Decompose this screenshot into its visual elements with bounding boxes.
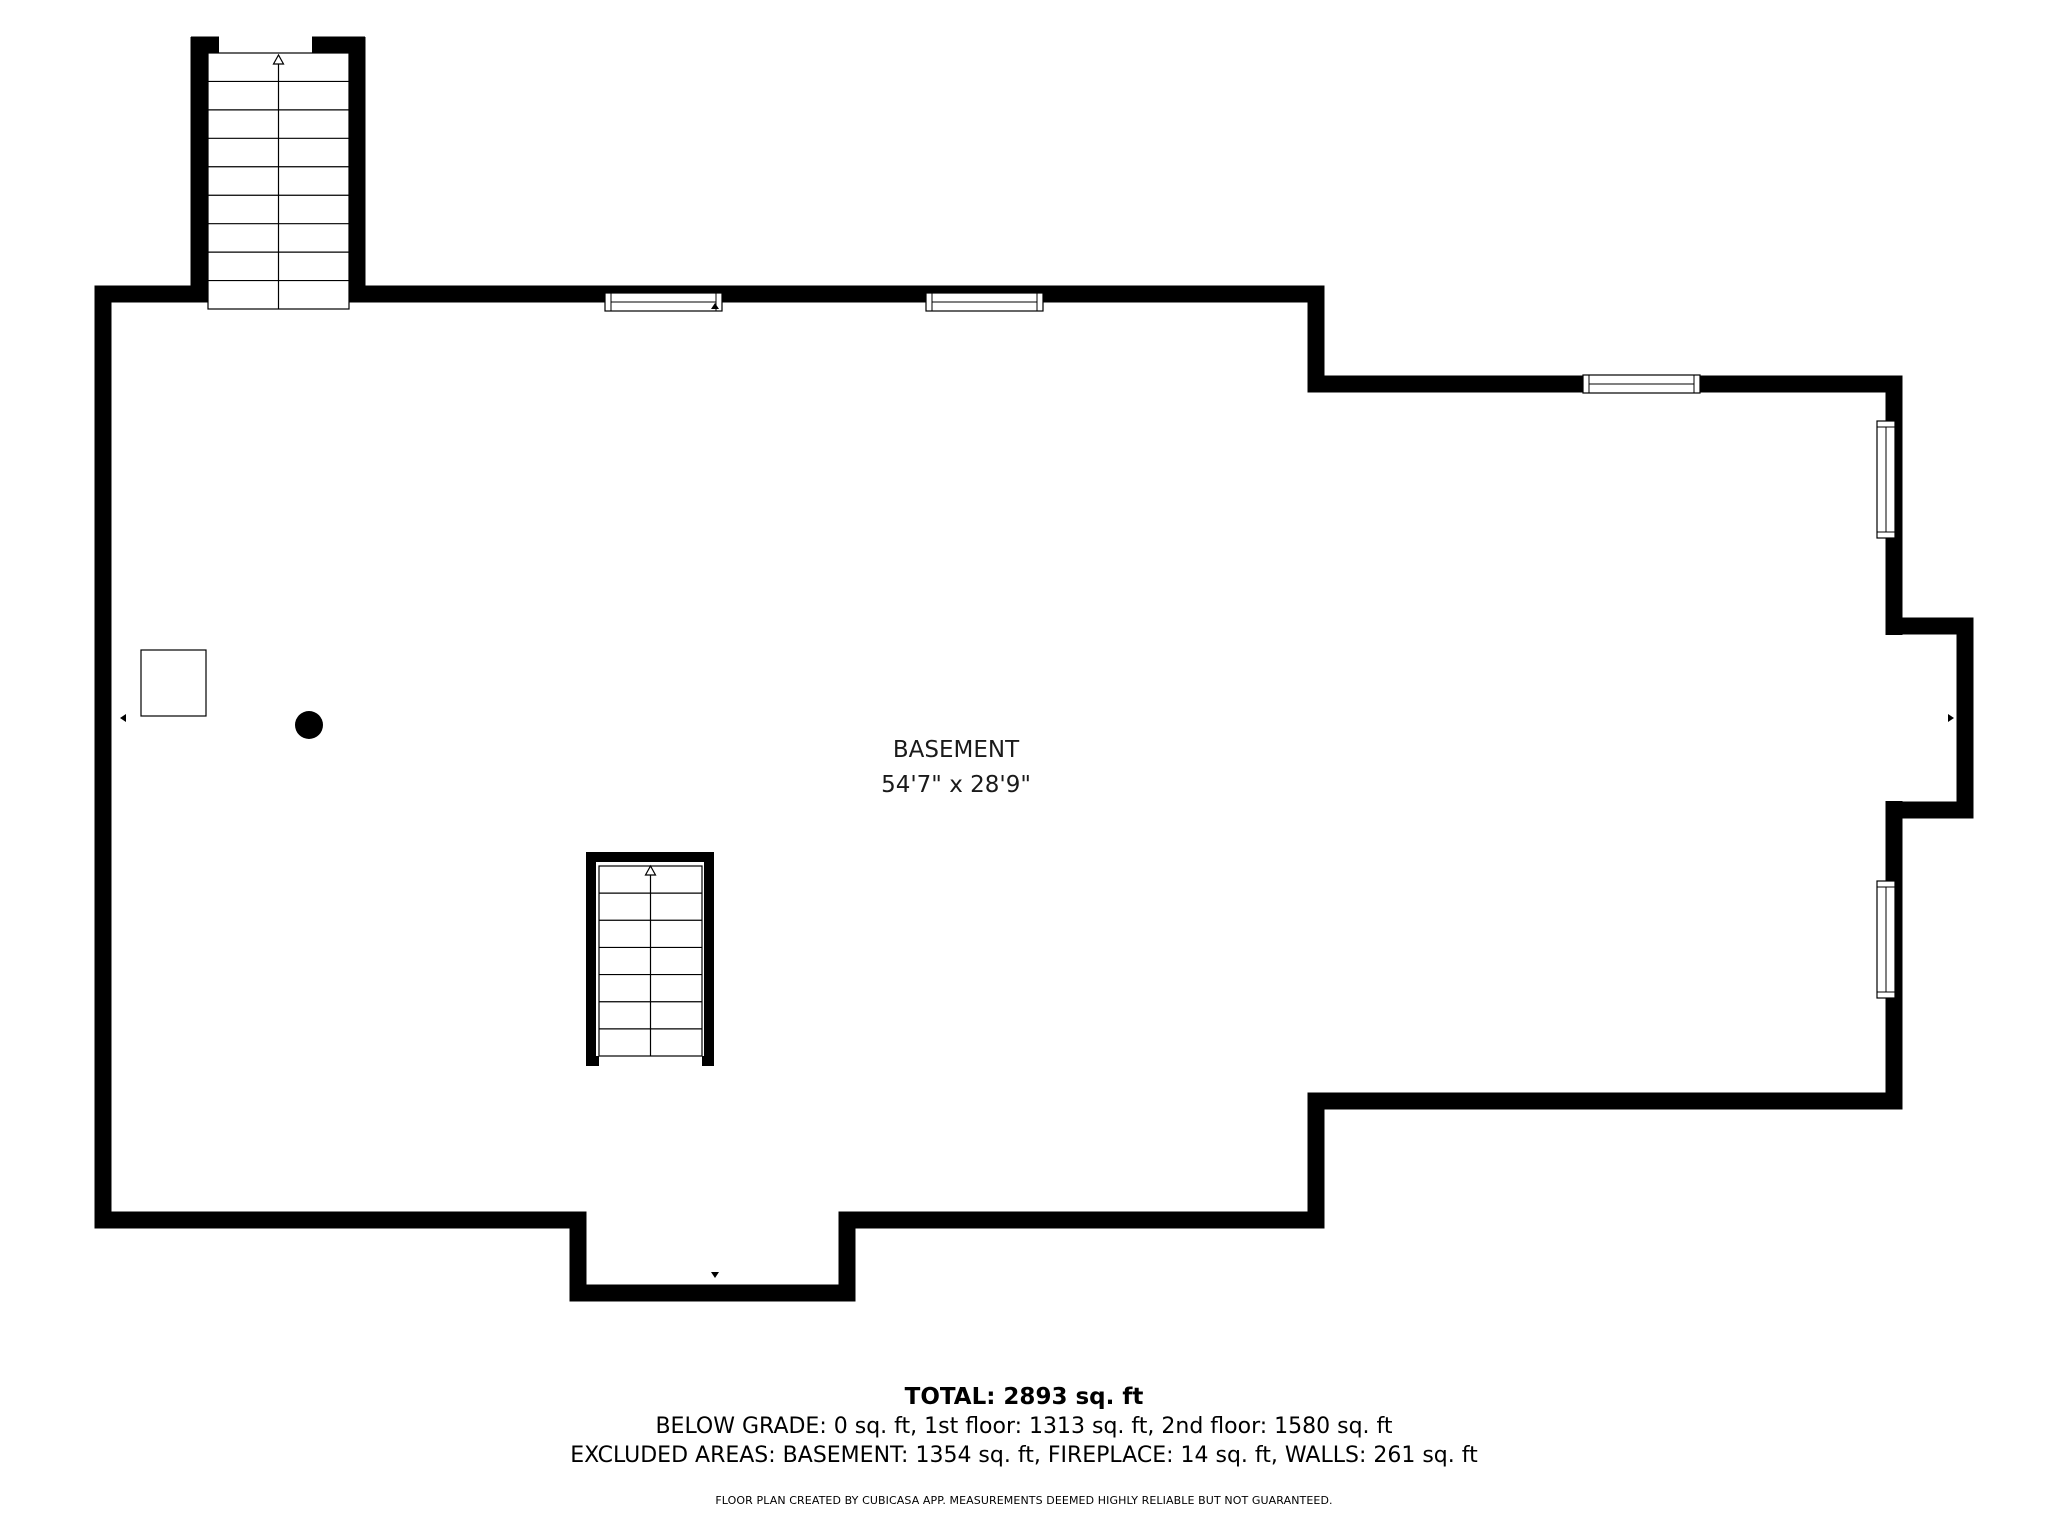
total-area: TOTAL: 2893 sq. ft — [904, 1384, 1144, 1410]
disclaimer: FLOOR PLAN CREATED BY CUBICASA APP. MEAS… — [715, 1494, 1333, 1507]
arrow-up-icon — [644, 864, 657, 876]
stairs-icon — [207, 52, 350, 310]
support-column-icon — [295, 711, 323, 739]
room-dimensions: 54'7" x 28'9" — [881, 772, 1031, 798]
stairs-icon — [598, 864, 703, 1057]
room-name: BASEMENT — [893, 737, 1020, 763]
triangle-marker-icon — [1948, 714, 1954, 722]
utility-box-icon — [140, 649, 207, 717]
triangle-marker-icon — [711, 1272, 719, 1278]
excluded-areas: EXCLUDED AREAS: BASEMENT: 1354 sq. ft, F… — [570, 1443, 1478, 1468]
bay-bumpout-wall — [1894, 617, 1974, 819]
triangle-marker-icon — [711, 303, 719, 309]
exterior-wall — [94, 285, 1903, 1302]
window-icon — [604, 292, 1896, 999]
bay-opening — [1885, 635, 1903, 801]
area-breakdown: BELOW GRADE: 0 sq. ft, 1st floor: 1313 s… — [655, 1414, 1393, 1439]
triangle-marker-icon — [120, 714, 126, 722]
arrow-up-icon — [272, 53, 285, 65]
